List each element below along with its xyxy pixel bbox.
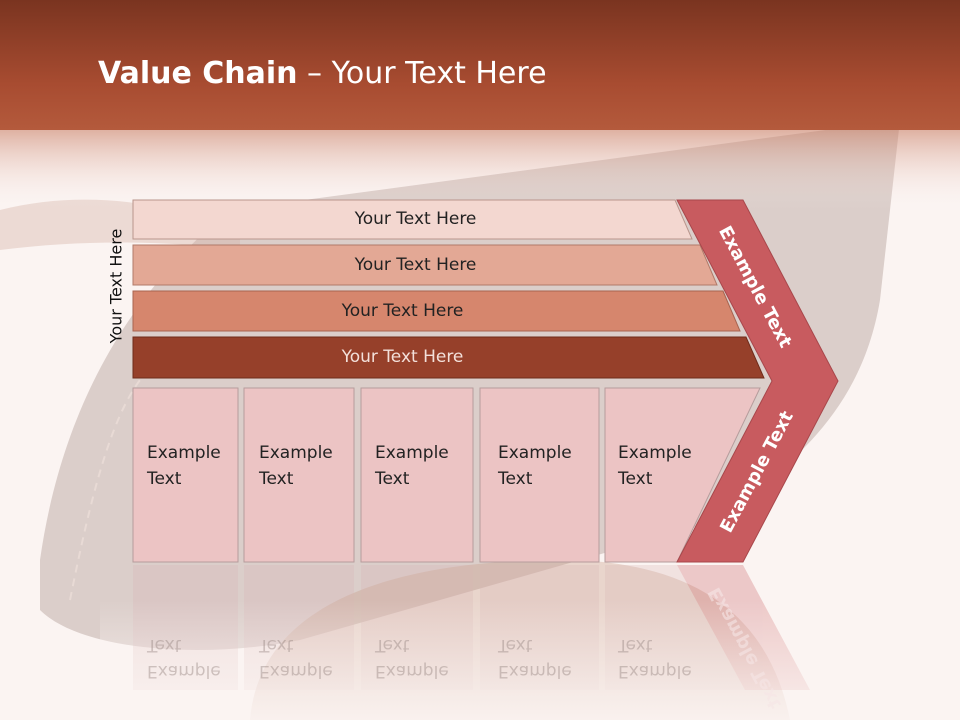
slide-title: Value Chain – Your Text Here — [98, 52, 547, 96]
column-3-line2: Text — [375, 469, 410, 489]
column-1-line1: Example — [147, 443, 221, 463]
column-4-line1: Example — [498, 443, 572, 463]
title-rest: – Your Text Here — [297, 56, 547, 91]
band-2-label: Your Text Here — [354, 255, 477, 275]
column-1-label: Example Text — [147, 440, 221, 492]
band-1-label: Your Text Here — [354, 209, 477, 229]
band-4-shape — [132, 336, 765, 379]
band-4-label: Your Text Here — [341, 347, 464, 367]
band-3-label: Your Text Here — [341, 301, 464, 321]
column-5-label: Example Text — [618, 440, 692, 492]
band-2-shape — [132, 244, 718, 286]
reflection-fade — [100, 600, 860, 720]
column-3-shape — [360, 387, 474, 563]
column-2-label: Example Text — [259, 440, 333, 492]
column-5-line2: Text — [618, 469, 653, 489]
column-2-line1: Example — [259, 443, 333, 463]
column-1-shape — [132, 387, 239, 563]
column-2-line2: Text — [259, 469, 294, 489]
column-4-label: Example Text — [498, 440, 572, 492]
column-3-label: Example Text — [375, 440, 449, 492]
chevron-arrow — [676, 199, 839, 563]
column-4-line2: Text — [498, 469, 533, 489]
column-3-line1: Example — [375, 443, 449, 463]
column-4-shape — [479, 387, 600, 563]
band-3-shape — [132, 290, 741, 332]
column-2-shape — [243, 387, 355, 563]
title-bold: Value Chain — [98, 56, 298, 91]
column-5-line1: Example — [618, 443, 692, 463]
column-1-line2: Text — [147, 469, 182, 489]
band-1-shape — [132, 199, 693, 240]
